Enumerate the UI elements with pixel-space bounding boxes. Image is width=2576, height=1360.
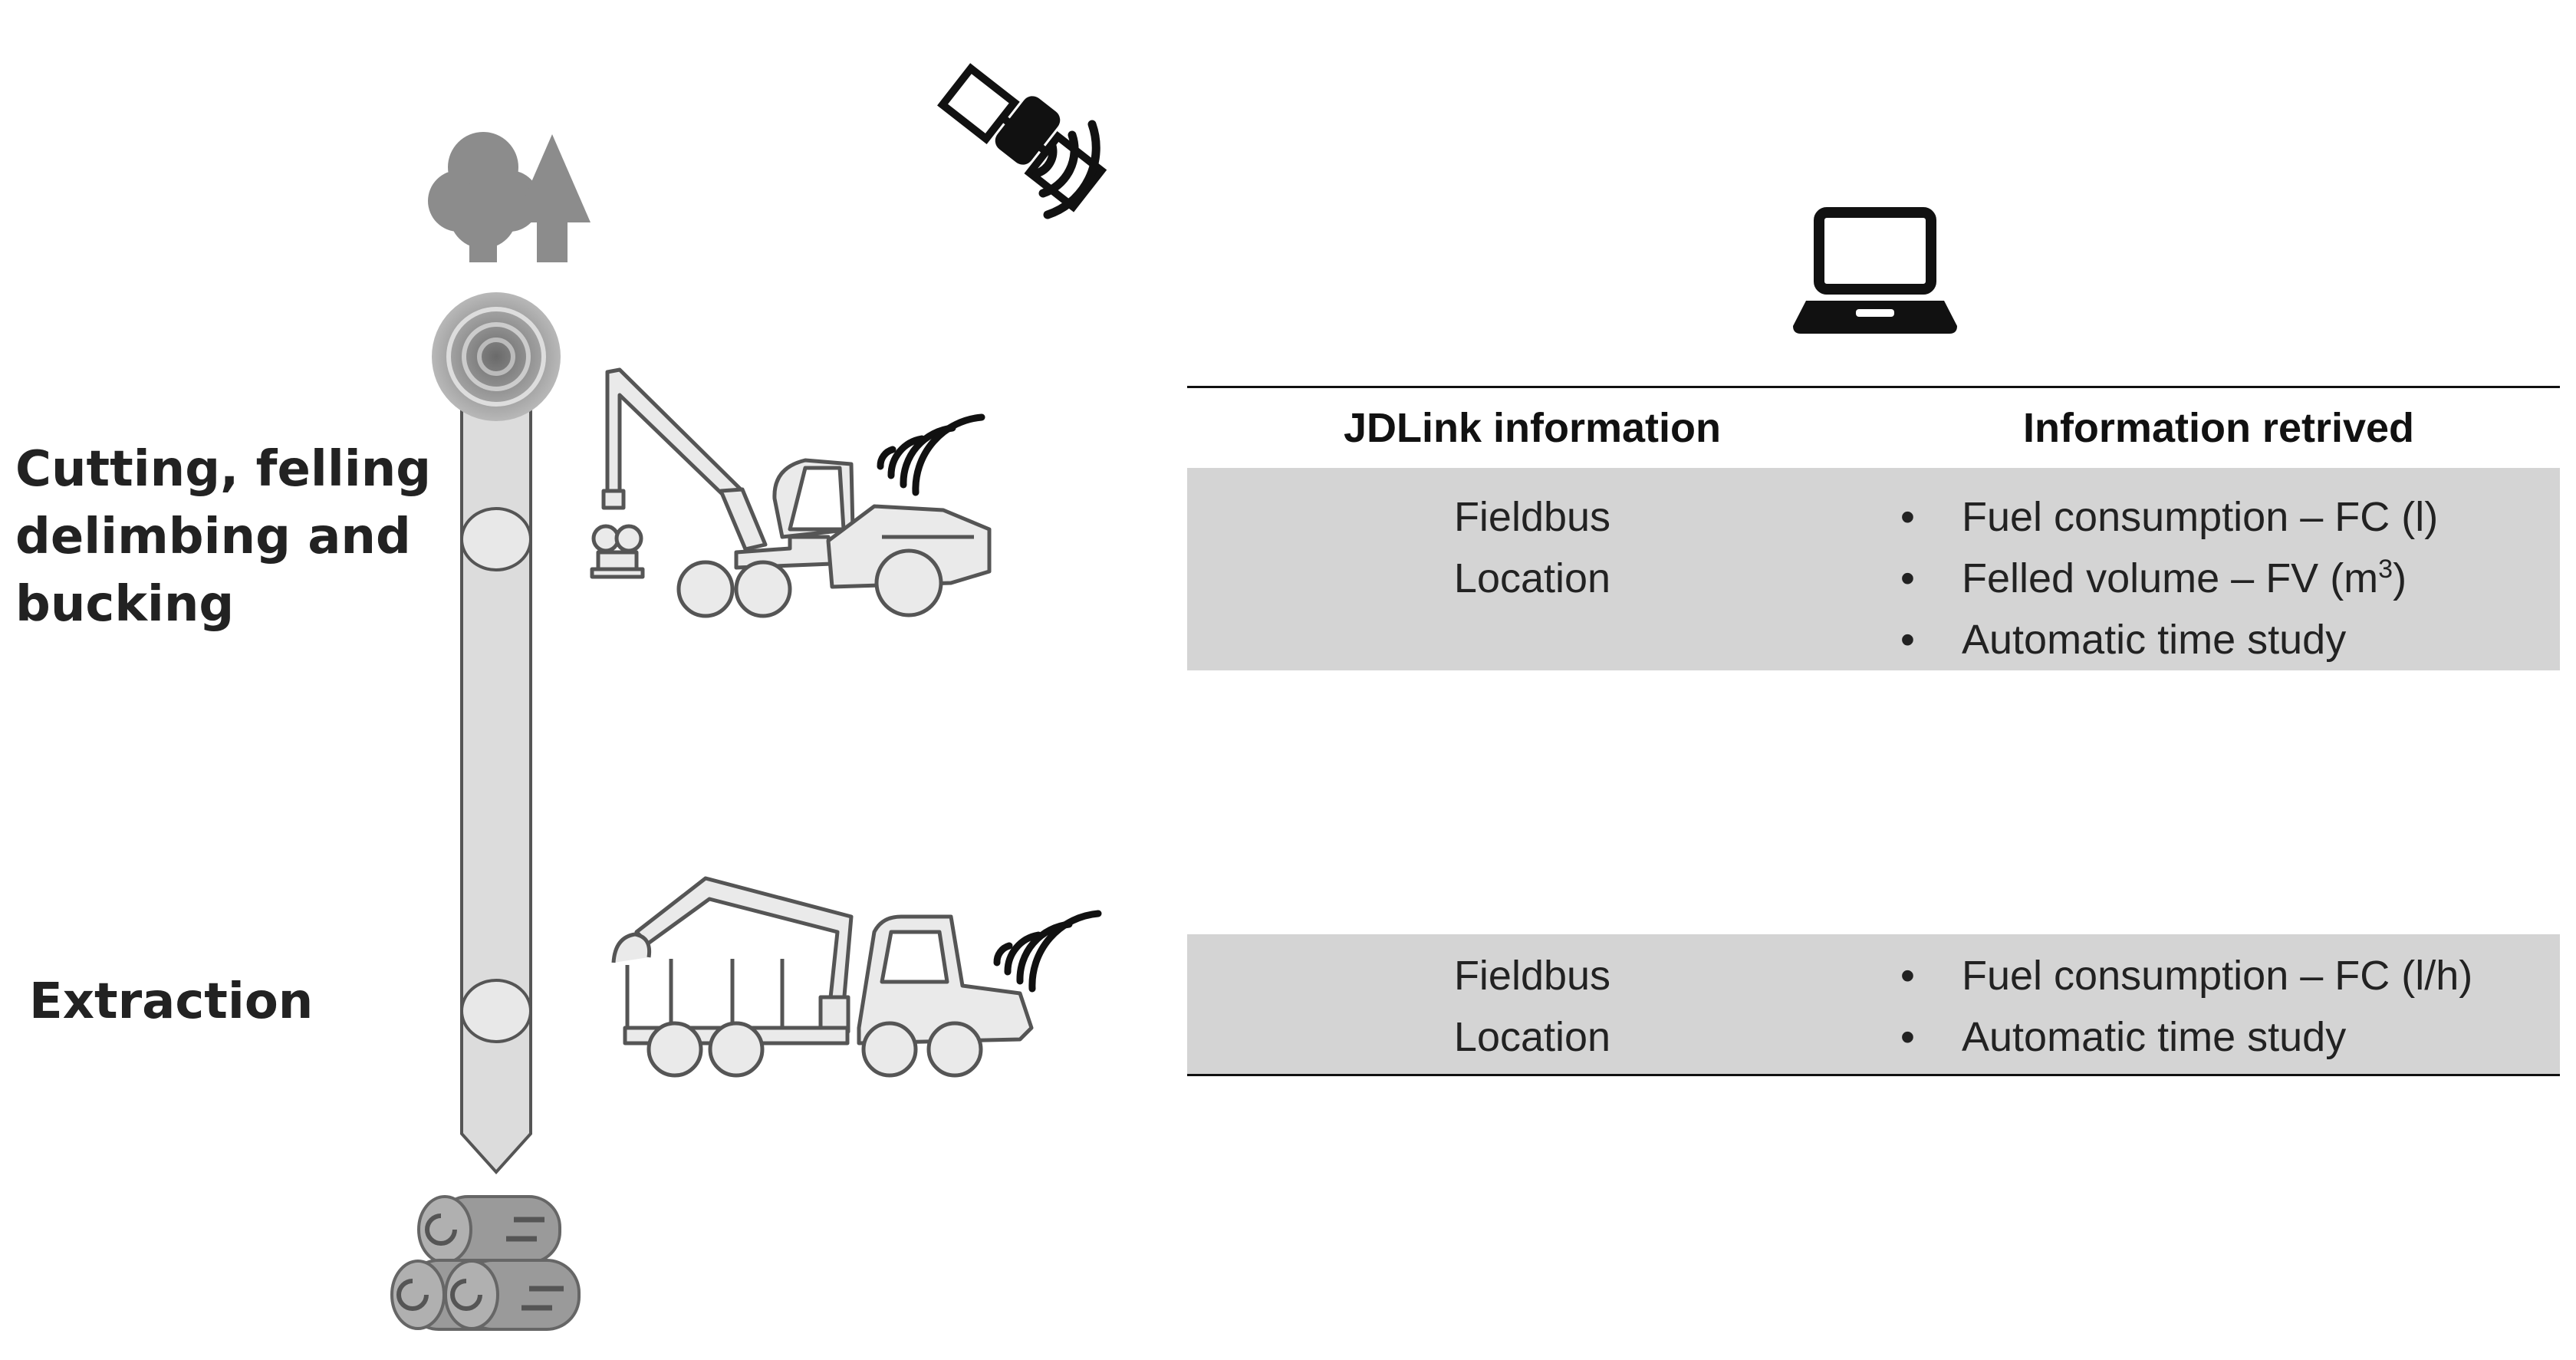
laptop-icon <box>1793 207 1957 334</box>
stage-label-extraction: Extraction <box>29 973 314 1030</box>
stage-label-cutting: Cutting, felling delimbing and bucking <box>15 441 432 633</box>
harvester-icon <box>590 367 992 618</box>
stage-marker-2 <box>460 979 532 1043</box>
jdlink-cell: Fieldbus Location <box>1453 494 1611 601</box>
header-information-retrieved: Information retrived <box>2022 405 2415 451</box>
table-header: JDLink information Information retrived <box>1187 386 2560 470</box>
satellite-signal-icon <box>1032 120 1100 219</box>
log-cross-section-icon <box>432 292 561 421</box>
log-pile-icon <box>390 1195 581 1331</box>
table-row: Fieldbus Location Fuel consumption – FC … <box>1187 934 2560 1076</box>
jdlink-cell: Fieldbus Location <box>1453 953 1611 1060</box>
list-item: Felled volume – FV (m3) <box>1900 548 2438 609</box>
retrieved-list: Fuel consumption – FC (l/h) Automatic ti… <box>1900 945 2472 1068</box>
forwarder-icon <box>611 876 1034 1078</box>
list-item: Automatic time study <box>1900 609 2438 670</box>
list-item: Automatic time study <box>1900 1006 2472 1068</box>
table-row: Fieldbus Location Fuel consumption – FC … <box>1187 468 2560 670</box>
header-jdlink-information: JDLink information <box>1343 405 1721 451</box>
list-item: Fuel consumption – FC (l/h) <box>1900 945 2472 1006</box>
wireless-signal-icon <box>993 910 1102 993</box>
wireless-signal-icon <box>877 413 985 496</box>
stage-marker-1 <box>460 507 532 571</box>
list-item: Fuel consumption – FC (l) <box>1900 486 2438 548</box>
retrieved-list: Fuel consumption – FC (l) Felled volume … <box>1900 486 2438 670</box>
process-pipe <box>460 367 532 1174</box>
trees-icon <box>428 132 591 262</box>
